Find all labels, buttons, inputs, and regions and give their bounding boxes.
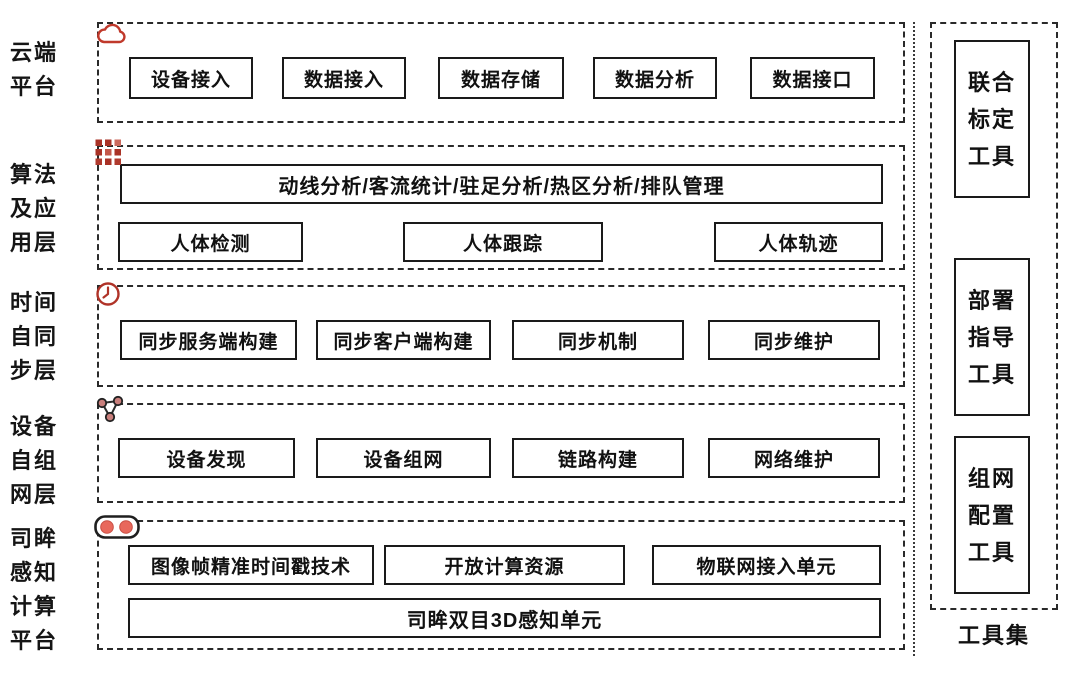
box-network-maintenance: 网络维护 [708, 438, 880, 478]
tool-networking-config: 组网 配置 工具 [954, 436, 1030, 594]
box-data-analysis: 数据分析 [593, 57, 717, 99]
box-human-trajectory: 人体轨迹 [714, 222, 883, 262]
box-device-networking: 设备组网 [316, 438, 491, 478]
box-data-interface: 数据接口 [750, 57, 875, 99]
layer-label-perception-platform: 司眸 感知 计算 平台 [10, 526, 59, 653]
box-link-construction: 链路构建 [512, 438, 684, 478]
box-human-tracking: 人体跟踪 [403, 222, 603, 262]
box-sync-server-build: 同步服务端构建 [120, 320, 297, 360]
box-open-computing-resources: 开放计算资源 [384, 545, 625, 585]
layer-label-ad-hoc-network: 设备 自组 网层 [10, 414, 59, 507]
banner-retail-analytics: 动线分析/客流统计/驻足分析/热区分析/排队管理 [120, 164, 883, 204]
box-device-access: 设备接入 [129, 57, 253, 99]
modules-grid-icon [95, 139, 121, 165]
box-iot-access-unit: 物联网接入单元 [652, 545, 881, 585]
divider-line [913, 22, 915, 656]
toolbox-title: 工具集 [957, 623, 1030, 648]
tool-deployment-guide: 部署 指导 工具 [954, 258, 1030, 416]
box-device-discovery: 设备发现 [118, 438, 295, 478]
box-sync-maintenance: 同步维护 [708, 320, 880, 360]
clock-icon [96, 282, 120, 306]
box-human-detection: 人体检测 [118, 222, 303, 262]
box-sync-client-build: 同步客户端构建 [316, 320, 491, 360]
stereo-camera-icon [94, 515, 140, 539]
layer-label-cloud-platform: 云端 平台 [10, 40, 59, 99]
box-data-access: 数据接入 [282, 57, 406, 99]
tool-joint-calibration: 联合 标定 工具 [954, 40, 1030, 198]
box-data-storage: 数据存储 [438, 57, 564, 99]
mesh-network-icon [96, 395, 124, 423]
cloud-icon [97, 23, 126, 44]
layer-label-time-sync: 时间 自同 步层 [10, 290, 59, 383]
layer-label-algorithm-application: 算法 及应 用层 [10, 162, 59, 255]
box-image-frame-timestamp: 图像帧精准时间戳技术 [128, 545, 374, 585]
box-sync-mechanism: 同步机制 [512, 320, 684, 360]
banner-stereo-3d-perception-unit: 司眸双目3D感知单元 [128, 598, 881, 638]
